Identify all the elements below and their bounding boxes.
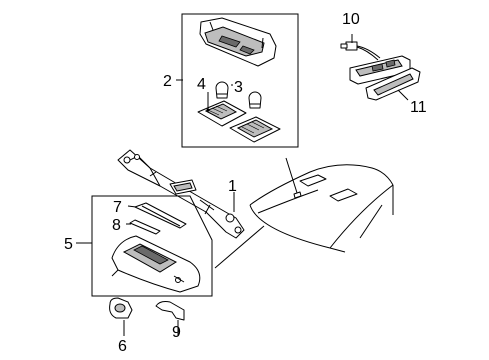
- visor-hook-9: [155, 301, 185, 321]
- leader-7: [127, 205, 137, 208]
- lens-4: [197, 100, 247, 127]
- roof-outline: [214, 157, 394, 269]
- bulb-spare: [248, 91, 262, 109]
- callout-4: 4: [197, 76, 206, 93]
- visor-strip-7: [134, 202, 187, 229]
- connector-10: [340, 41, 381, 61]
- callout-3: 3: [234, 79, 243, 96]
- visor-rod-8: [129, 219, 161, 235]
- callout-6: 6: [118, 338, 127, 355]
- leader-11: [397, 89, 409, 101]
- callout-11: 11: [410, 99, 427, 116]
- bulb-3: [215, 81, 229, 99]
- dome-lamp-housing: [199, 17, 277, 67]
- sun-visor: [111, 235, 201, 293]
- callout-2: 2: [163, 73, 172, 90]
- leader-4-dot: [206, 108, 210, 112]
- switch-module-11: [349, 55, 421, 101]
- sun-visor-group-box: [91, 195, 213, 297]
- visor-clip-6: [109, 297, 133, 319]
- callout-1: 1: [228, 178, 237, 195]
- callout-8: 8: [112, 217, 121, 234]
- callout-9: 9: [172, 324, 181, 341]
- lens-right: [229, 116, 281, 143]
- callout-5: 5: [64, 236, 73, 253]
- callout-10: 10: [342, 11, 360, 28]
- callout-7: 7: [113, 199, 122, 216]
- roof-bracket-1: [117, 149, 245, 239]
